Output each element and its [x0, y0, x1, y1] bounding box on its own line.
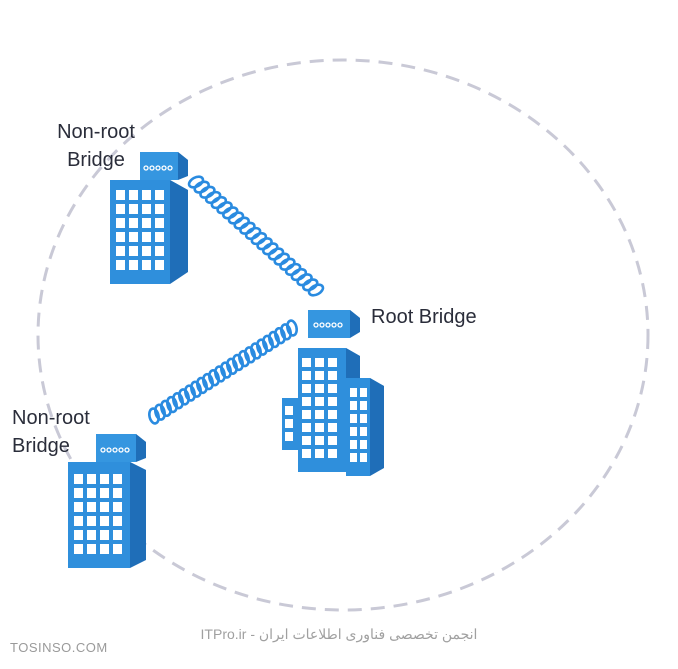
network-boundary	[36, 58, 650, 612]
bottom-bridge-label: Non-root Bridge	[12, 407, 90, 457]
top-bridge-label: Non-root Bridge	[57, 121, 135, 171]
watermark-left: TOSINSO.COM	[10, 640, 108, 655]
bottom-bridge-switch-icon	[96, 434, 146, 462]
bottom-bridge-building-icon	[68, 462, 146, 568]
top-bridge-switch-icon	[140, 152, 188, 180]
top-bridge-building-icon	[110, 180, 188, 284]
root-bridge-building-icon	[282, 348, 384, 476]
link-top-to-root	[187, 175, 325, 297]
root-bridge-label: Root Bridge	[371, 306, 477, 328]
root-bridge-switch-icon	[308, 310, 360, 338]
watermark-center: ITPro.ir - انجمن تخصصی فناوری اطلاعات ای…	[200, 626, 478, 642]
link-bottom-to-root	[148, 319, 298, 425]
